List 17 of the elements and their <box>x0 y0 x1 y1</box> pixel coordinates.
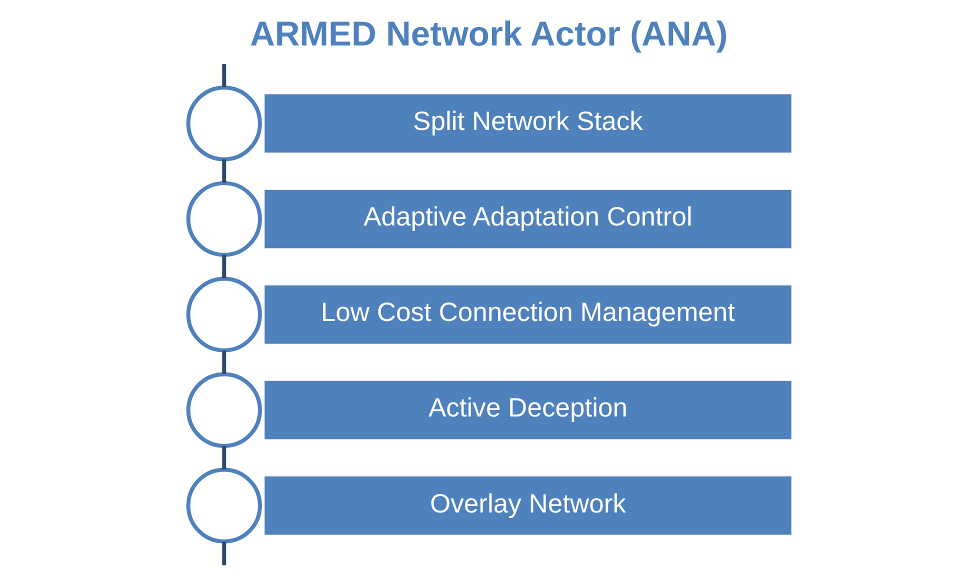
node-box: Low Cost Connection Management <box>264 285 792 344</box>
node-box: Adaptive Adaptation Control <box>264 190 792 248</box>
node-circle <box>186 276 262 352</box>
node-box: Split Network Stack <box>264 94 792 153</box>
connector <box>222 64 226 88</box>
node-box: Active Deception <box>264 380 792 440</box>
node-box: Overlay Network <box>264 476 792 535</box>
connector <box>222 254 226 278</box>
connector <box>222 350 226 374</box>
connector <box>222 542 226 566</box>
node-circle <box>186 86 262 162</box>
connector <box>222 159 226 183</box>
node-circle <box>186 468 262 544</box>
node-circle <box>186 372 262 448</box>
node-circle <box>186 181 262 257</box>
connector <box>222 446 226 470</box>
diagram-title: ARMED Network Actor (ANA) <box>250 15 728 54</box>
